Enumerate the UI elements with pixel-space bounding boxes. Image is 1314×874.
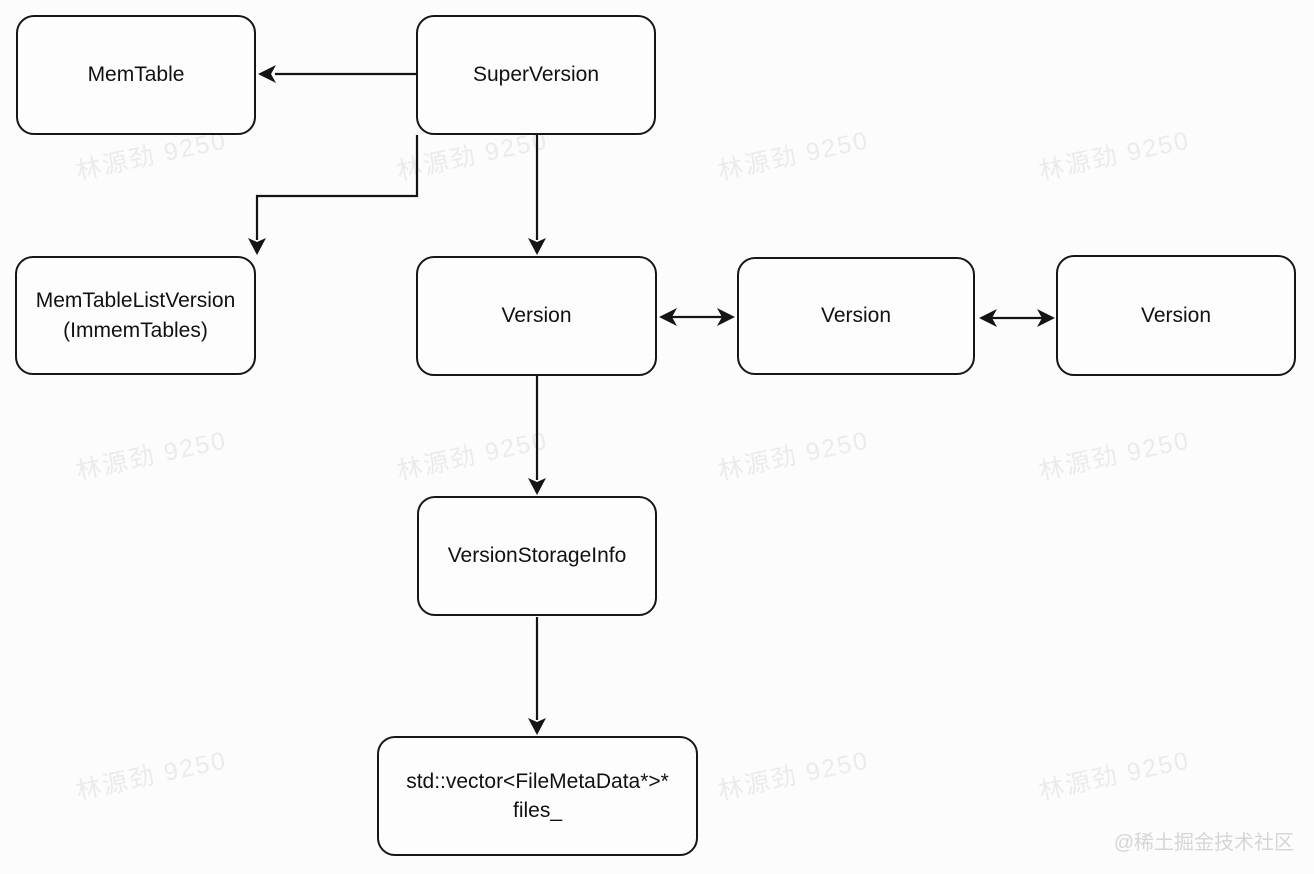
arrowhead-down: [528, 718, 546, 735]
arrowhead-right: [717, 308, 735, 326]
edge-version2-version3: [979, 309, 1055, 327]
arrowhead-down: [528, 478, 546, 495]
node-versionstorageinfo: VersionStorageInfo: [417, 496, 657, 616]
node-label: VersionStorageInfo: [447, 544, 627, 568]
arrowhead-left: [258, 65, 276, 83]
edge-versionstorageinfo-files: [528, 617, 546, 735]
node-version-3: Version: [1056, 255, 1296, 376]
arrowhead-left: [979, 309, 997, 327]
node-files: std::vector<FileMetaData*>* files_: [377, 736, 698, 856]
node-label: MemTableListVersion: [35, 289, 236, 313]
node-label: SuperVersion: [472, 63, 600, 87]
arrowhead-left: [659, 308, 677, 326]
edge-superversion-memtablelistversion: [248, 135, 419, 255]
node-label: MemTable: [87, 63, 185, 87]
node-label: Version: [820, 304, 892, 328]
node-memtablelistversion: MemTableListVersion (ImmemTables): [15, 256, 256, 375]
edge-superversion-version1: [528, 135, 546, 255]
node-version-2: Version: [737, 257, 975, 375]
node-superversion: SuperVersion: [416, 15, 656, 135]
node-sublabel: (ImmemTables): [63, 318, 208, 342]
node-label: Version: [501, 304, 572, 328]
edge-superversion-memtable: [258, 65, 416, 83]
arrowhead-down: [528, 238, 546, 255]
edge-version1-versionstorageinfo: [528, 376, 546, 495]
node-memtable: MemTable: [16, 15, 256, 135]
node-version-1: Version: [416, 256, 657, 376]
edge-version1-version2: [659, 308, 735, 326]
site-credit-watermark: @稀土掘金技术社区: [1113, 832, 1294, 854]
node-label: Version: [1140, 303, 1212, 327]
node-label: std::vector<FileMetaData*>*: [406, 769, 669, 793]
arrowhead-right: [1037, 309, 1055, 327]
arrowhead-down: [248, 238, 266, 255]
node-sublabel: files_: [512, 799, 563, 822]
